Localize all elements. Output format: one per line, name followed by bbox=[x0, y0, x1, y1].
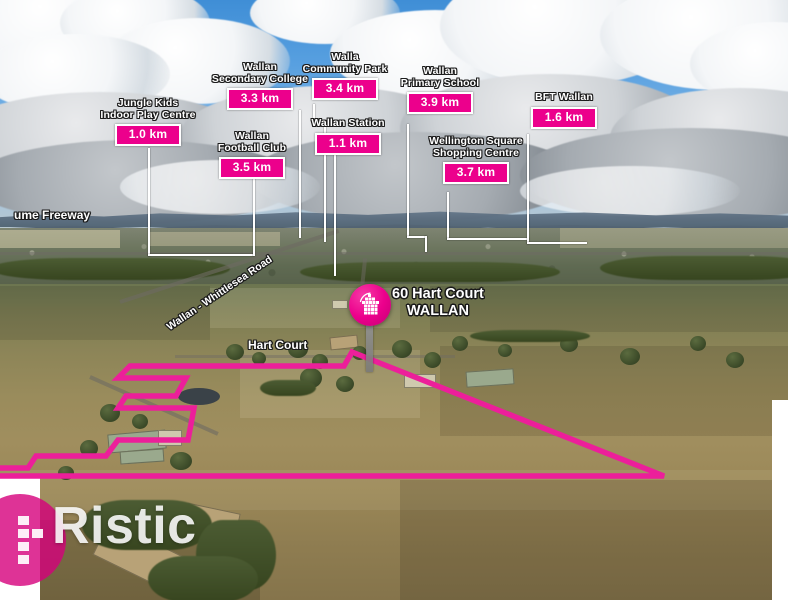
callout-title-line2: Shopping Centre bbox=[432, 146, 520, 159]
callout-title-line2: Indoor Play Centre bbox=[100, 108, 196, 121]
leader-football-club-v bbox=[253, 178, 255, 256]
callout-title-line2: Wallan Station bbox=[311, 117, 385, 129]
field-patch bbox=[430, 286, 800, 332]
logo-dot bbox=[18, 529, 29, 538]
callout-distance-badge: 3.7 km bbox=[442, 162, 510, 184]
tree bbox=[726, 352, 744, 368]
callout-title-line1: Walla bbox=[331, 51, 359, 63]
callout-distance-badge: 3.3 km bbox=[226, 88, 294, 110]
callout-title-line1: Wellington Square bbox=[429, 135, 523, 147]
tree bbox=[690, 336, 706, 351]
callout-wallan-football-club[interactable]: Wallan Football Club 3.5 km bbox=[200, 130, 304, 179]
callout-wellington-square[interactable]: Wellington Square Shopping Centre 3.7 km bbox=[418, 135, 534, 184]
callout-title-line2: Football Club bbox=[217, 141, 287, 154]
callout-title-line2: Secondary College bbox=[211, 72, 309, 85]
logo-dot bbox=[18, 542, 29, 551]
callout-wallan-primary-school[interactable]: Wallan Primary School 3.9 km bbox=[392, 65, 488, 114]
leader-wellington-square-v bbox=[447, 192, 449, 240]
leader-bft-wallan-v bbox=[527, 134, 529, 244]
field-patch bbox=[150, 232, 280, 246]
watermark-brand-text: Ristic bbox=[52, 497, 197, 555]
letterbox-bar-right-upper bbox=[788, 0, 800, 400]
letterbox-bar-right bbox=[772, 400, 800, 600]
leader-jungle-kids-v bbox=[148, 148, 150, 256]
field-patch bbox=[560, 228, 800, 248]
logo-dot bbox=[32, 529, 43, 538]
callout-title-line2: BFT Wallan bbox=[535, 91, 593, 103]
leader-bft-wallan-h bbox=[527, 242, 587, 244]
field-patch bbox=[400, 480, 800, 600]
callout-distance-badge: 1.0 km bbox=[114, 124, 182, 146]
property-address-line2: WALLAN bbox=[406, 303, 469, 319]
treeline bbox=[82, 500, 212, 550]
callout-wallan-secondary-college[interactable]: Wallan Secondary College 3.3 km bbox=[208, 61, 312, 110]
logo-dot bbox=[18, 516, 29, 525]
leader-wellington-square-h bbox=[447, 238, 529, 240]
leader-community-park-v bbox=[313, 104, 315, 126]
callout-distance-badge: 3.5 km bbox=[218, 157, 286, 179]
logo-dot bbox=[18, 555, 29, 564]
callout-title-line2: Primary School bbox=[400, 76, 480, 89]
callout-title-line1: Wallan bbox=[422, 65, 458, 77]
house-pin-icon bbox=[359, 292, 379, 315]
leader-primary-school-v bbox=[407, 124, 409, 238]
pin-stem bbox=[366, 316, 373, 372]
callout-walla-community-park[interactable]: Walla Community Park 3.4 km bbox=[297, 51, 393, 100]
callout-title-line2: Community Park bbox=[302, 62, 388, 75]
field-patch bbox=[0, 286, 210, 340]
field-patch bbox=[0, 230, 120, 248]
property-address: 60 Hart Court WALLAN bbox=[392, 286, 484, 320]
callout-title-line1: Wallan bbox=[234, 130, 270, 142]
callout-title-line1: Wallan bbox=[242, 61, 278, 73]
road-label-hume-freeway: ume Freeway bbox=[14, 208, 91, 222]
treeline bbox=[470, 330, 590, 342]
leader-secondary-college-v bbox=[299, 110, 301, 238]
mountain-range bbox=[0, 211, 800, 227]
property-pin[interactable] bbox=[349, 284, 391, 326]
building-roof bbox=[332, 300, 348, 309]
leader-community-park-h bbox=[313, 124, 325, 126]
leader-wallan-station-v bbox=[334, 152, 336, 276]
leader-primary-school-h bbox=[407, 236, 427, 238]
road-label-hart-court: Hart Court bbox=[248, 338, 308, 352]
road-surface bbox=[0, 252, 800, 255]
callout-distance-badge: 3.4 km bbox=[311, 78, 379, 100]
callout-bft-wallan[interactable]: BFT Wallan 1.6 km bbox=[524, 91, 604, 129]
callout-jungle-kids[interactable]: Jungle Kids Indoor Play Centre 1.0 km bbox=[96, 97, 200, 146]
tree bbox=[452, 336, 468, 351]
leader-primary-school-v2 bbox=[425, 236, 427, 252]
treeline bbox=[148, 556, 258, 600]
callout-distance-badge: 3.9 km bbox=[406, 92, 474, 114]
callout-title-line1: Jungle Kids bbox=[117, 97, 179, 109]
callout-wallan-station[interactable]: Wallan Station 1.1 km bbox=[306, 117, 390, 155]
callout-distance-badge: 1.6 km bbox=[530, 106, 598, 129]
cloud bbox=[520, 166, 740, 216]
treeline bbox=[0, 258, 230, 280]
callout-distance-badge: 1.1 km bbox=[314, 132, 382, 155]
leader-jungle-kids-h bbox=[148, 254, 254, 256]
property-address-line1: 60 Hart Court bbox=[392, 286, 484, 302]
treeline bbox=[600, 256, 800, 280]
leader-community-park-v2 bbox=[324, 124, 326, 242]
